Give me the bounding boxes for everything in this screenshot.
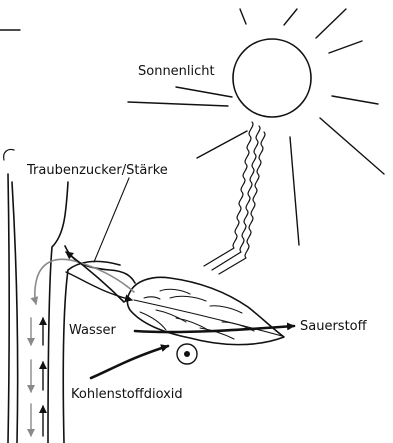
sun-disk <box>233 39 311 117</box>
stoma <box>177 344 197 364</box>
label-co2: Kohlenstoffdioxid <box>71 387 183 402</box>
co2-arrow <box>91 346 168 378</box>
glucose-leader-line <box>94 178 129 262</box>
sun-rays <box>128 9 384 245</box>
sun <box>128 9 384 274</box>
plant-stem <box>8 174 135 443</box>
light-waves <box>204 122 265 274</box>
label-sunlight: Sonnenlicht <box>138 64 215 79</box>
label-water: Wasser <box>69 323 117 338</box>
leaf <box>127 277 284 344</box>
label-oxygen: Sauerstoff <box>300 319 368 334</box>
cropped-figure-edge <box>0 30 20 160</box>
label-glucose: Traubenzucker/Stärke <box>26 163 168 178</box>
water-arrow <box>66 272 132 300</box>
